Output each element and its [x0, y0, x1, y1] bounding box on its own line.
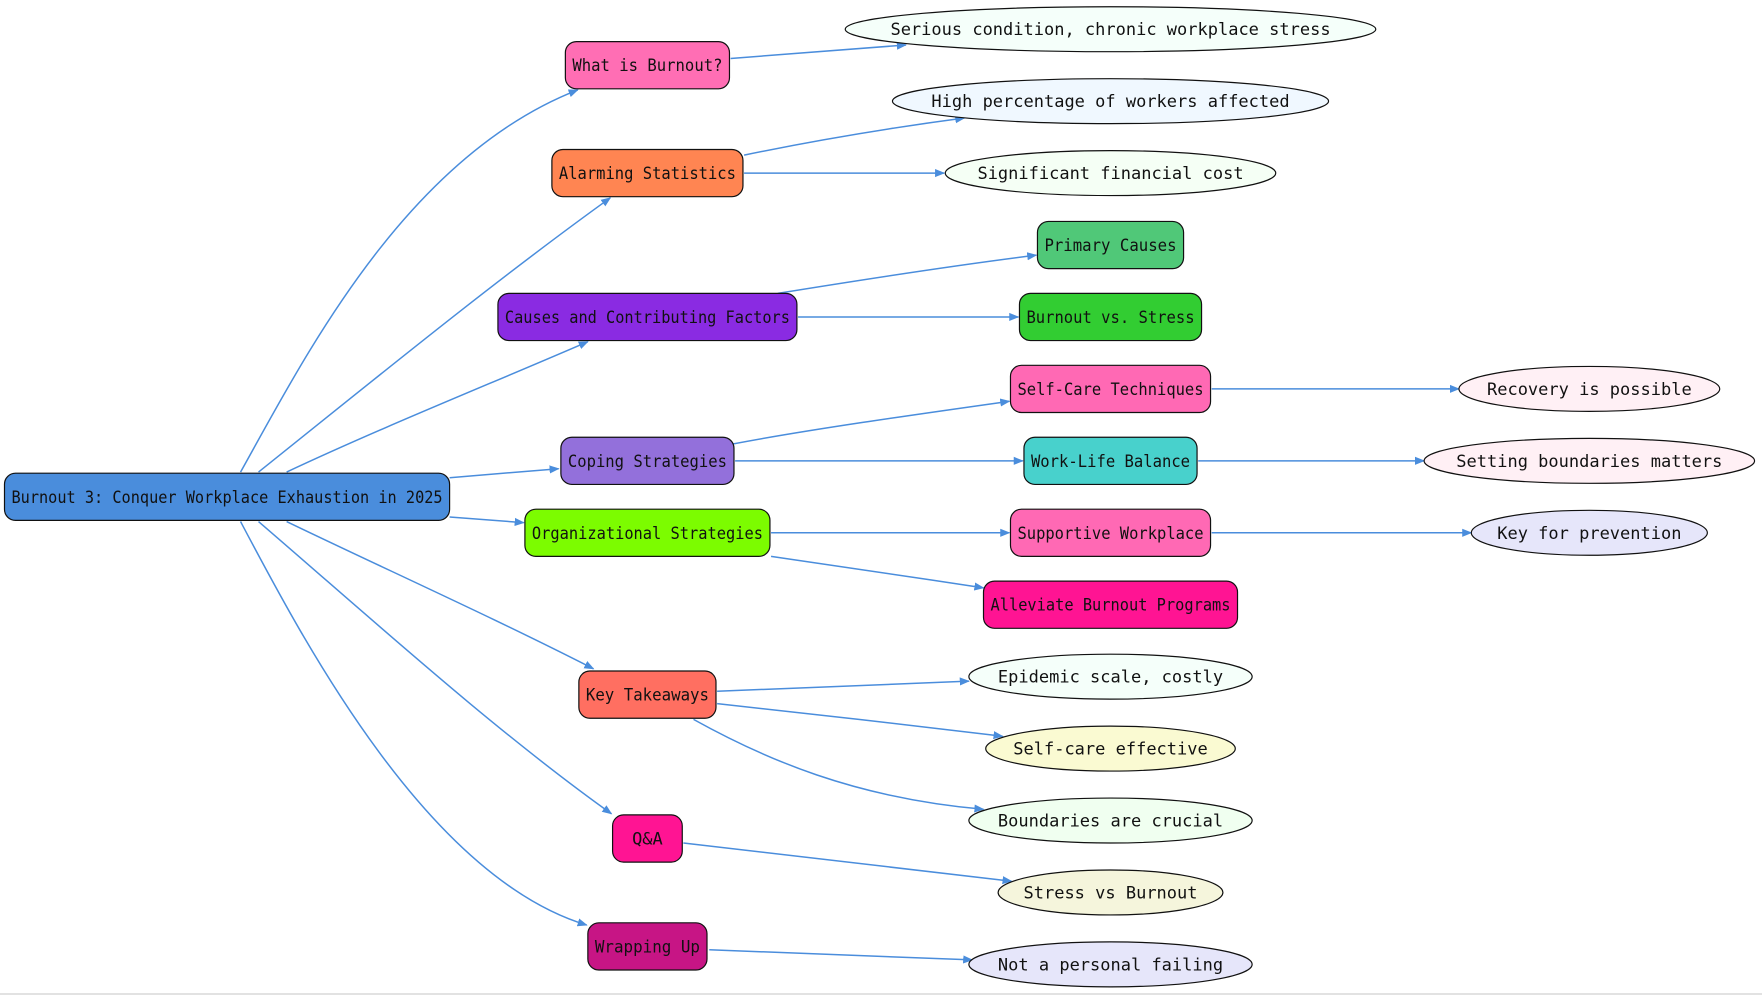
- edge-root-to-wrap: [241, 522, 588, 927]
- node-causes: Causes and Contributing Factors: [497, 292, 798, 342]
- node-stressvs: Stress vs Burnout: [997, 869, 1224, 916]
- node-ellipse: [1470, 509, 1708, 556]
- node-box: [587, 922, 708, 971]
- edge-coping-to-selfcare: [733, 398, 1011, 444]
- node-epidemic: Epidemic scale, costly: [968, 653, 1253, 700]
- node-alleviate: Alleviate Burnout Programs: [982, 580, 1239, 629]
- node-root: Burnout 3: Conquer Workplace Exhaustion …: [3, 472, 451, 522]
- node-ellipse: [1458, 365, 1721, 412]
- node-qa: Q&A: [611, 814, 683, 863]
- node-label: Primary Causes: [1044, 236, 1176, 256]
- edge-org-to-alleviate: [771, 556, 985, 591]
- edge-root-to-org: [450, 517, 525, 527]
- edges-layer: [241, 41, 1473, 964]
- node-box: [551, 148, 744, 198]
- edge-takeaways-to-selfcareeff: [717, 704, 1004, 740]
- node-label: High percentage of workers affected: [931, 92, 1289, 112]
- node-label: Stress vs Burnout: [1024, 883, 1198, 903]
- node-label: Alarming Statistics: [559, 164, 736, 184]
- node-box: [578, 670, 717, 719]
- node-crucial: Boundaries are crucial: [968, 797, 1253, 844]
- node-selfcareeff: Self-care effective: [985, 725, 1236, 772]
- node-label: Significant financial cost: [977, 164, 1243, 184]
- node-box: [1009, 364, 1212, 414]
- node-supportive: Supportive Workplace: [1009, 508, 1212, 557]
- node-takeaways: Key Takeaways: [578, 670, 717, 719]
- node-box: [1036, 220, 1185, 270]
- node-ellipse: [944, 150, 1277, 197]
- node-notfailing: Not a personal failing: [968, 941, 1253, 988]
- node-label: Epidemic scale, costly: [998, 668, 1223, 688]
- node-label: Work-Life Balance: [1031, 452, 1190, 472]
- edge-takeaways-to-epidemic: [717, 677, 970, 691]
- node-highpct: High percentage of workers affected: [891, 78, 1330, 125]
- edge-causes-to-primary: [778, 252, 1038, 293]
- node-vsstress: Burnout vs. Stress: [1018, 292, 1203, 342]
- node-box: [1009, 508, 1212, 557]
- node-label: Boundaries are crucial: [998, 812, 1223, 832]
- node-ellipse: [1423, 437, 1756, 484]
- node-label: Serious condition, chronic workplace str…: [890, 20, 1330, 40]
- node-box: [560, 436, 735, 486]
- node-stats: Alarming Statistics: [551, 148, 744, 198]
- node-ellipse: [968, 797, 1253, 844]
- node-serious: Serious condition, chronic workplace str…: [844, 6, 1377, 53]
- edge-what-to-serious: [731, 41, 907, 58]
- node-keyprev: Key for prevention: [1470, 509, 1708, 556]
- node-worklife: Work-Life Balance: [1023, 436, 1198, 486]
- node-label: Recovery is possible: [1487, 380, 1692, 400]
- node-label: Coping Strategies: [568, 452, 727, 472]
- edge-root-to-stats: [259, 198, 612, 472]
- node-box: [982, 580, 1239, 629]
- node-wrap: Wrapping Up: [587, 922, 708, 971]
- node-ellipse: [844, 6, 1377, 53]
- node-ellipse: [968, 941, 1253, 988]
- node-label: Q&A: [632, 830, 663, 850]
- node-ellipse: [968, 653, 1253, 700]
- nodes-layer: Burnout 3: Conquer Workplace Exhaustion …: [3, 6, 1756, 988]
- edge-qa-to-stressvs: [683, 843, 1013, 885]
- node-box: [524, 508, 771, 557]
- node-ellipse: [891, 78, 1330, 125]
- node-box: [1023, 436, 1198, 486]
- node-label: Self-care effective: [1013, 740, 1207, 760]
- node-label: Wrapping Up: [595, 937, 700, 957]
- edge-wrap-to-notfailing: [709, 950, 974, 964]
- node-coping: Coping Strategies: [560, 436, 735, 486]
- node-label: Organizational Strategies: [532, 524, 763, 544]
- node-what: What is Burnout?: [564, 40, 731, 90]
- edge-root-to-qa: [259, 522, 613, 814]
- node-label: Alleviate Burnout Programs: [991, 596, 1231, 616]
- node-label: Burnout 3: Conquer Workplace Exhaustion …: [11, 488, 442, 508]
- node-ellipse: [997, 869, 1224, 916]
- edge-root-to-coping: [450, 465, 560, 478]
- node-recovery: Recovery is possible: [1458, 365, 1721, 412]
- node-label: Self-Care Techniques: [1017, 380, 1203, 400]
- node-fincost: Significant financial cost: [944, 150, 1277, 197]
- edge-root-to-takeaways: [287, 522, 595, 669]
- node-label: Setting boundaries matters: [1456, 452, 1722, 472]
- node-primary: Primary Causes: [1036, 220, 1185, 270]
- edge-takeaways-to-crucial: [694, 719, 985, 813]
- node-label: Supportive Workplace: [1017, 524, 1203, 544]
- node-label: Burnout vs. Stress: [1026, 308, 1194, 328]
- node-label: Key for prevention: [1497, 524, 1681, 544]
- node-box: [1018, 292, 1203, 342]
- node-box: [564, 40, 731, 90]
- node-label: Not a personal failing: [998, 955, 1223, 975]
- node-ellipse: [985, 725, 1236, 772]
- node-label: Key Takeaways: [586, 686, 709, 706]
- node-box: [497, 292, 798, 342]
- node-selfcare: Self-Care Techniques: [1009, 364, 1212, 414]
- edge-root-to-causes: [287, 342, 589, 472]
- node-box: [3, 472, 451, 522]
- node-box: [611, 814, 683, 863]
- node-org: Organizational Strategies: [524, 508, 771, 557]
- node-boundaries: Setting boundaries matters: [1423, 437, 1756, 484]
- edge-root-to-what: [241, 90, 579, 472]
- edge-stats-to-highpct: [744, 115, 966, 155]
- node-label: What is Burnout?: [572, 56, 722, 76]
- node-label: Causes and Contributing Factors: [505, 308, 790, 328]
